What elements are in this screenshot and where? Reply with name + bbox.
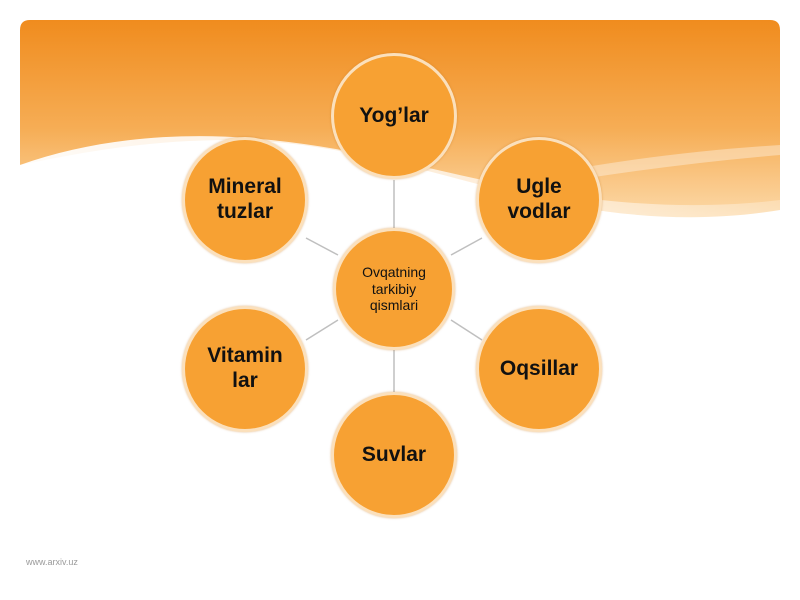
connector-line [305, 237, 339, 256]
connector-line [305, 319, 339, 341]
center-label: Ovqatning tarkibiy qismlari [362, 263, 426, 314]
footer-watermark: www.arxiv.uz [26, 557, 78, 567]
node-vitaminlar: Vitamin lar [182, 306, 308, 432]
node-yoglar: Yog’lar [331, 53, 457, 179]
node-center: Ovqatning tarkibiy qismlari [333, 228, 455, 350]
node-label: Suvlar [361, 442, 427, 466]
node-label: Oqsillar [499, 356, 579, 380]
node-oqsillar: Oqsillar [476, 306, 602, 432]
node-uglevodlar: Ugle vodlar [476, 137, 602, 263]
node-mineral-tuzlar: Mineral tuzlar [182, 137, 308, 263]
node-label: Yog’lar [359, 103, 429, 127]
banner-highlight [540, 145, 780, 185]
node-label: Vitamin lar [207, 344, 283, 392]
node-suvlar: Suvlar [331, 392, 457, 518]
connector-line [450, 319, 483, 341]
connector-line [450, 237, 483, 256]
node-label: Mineral tuzlar [208, 175, 282, 223]
node-label: Ugle vodlar [507, 175, 571, 223]
